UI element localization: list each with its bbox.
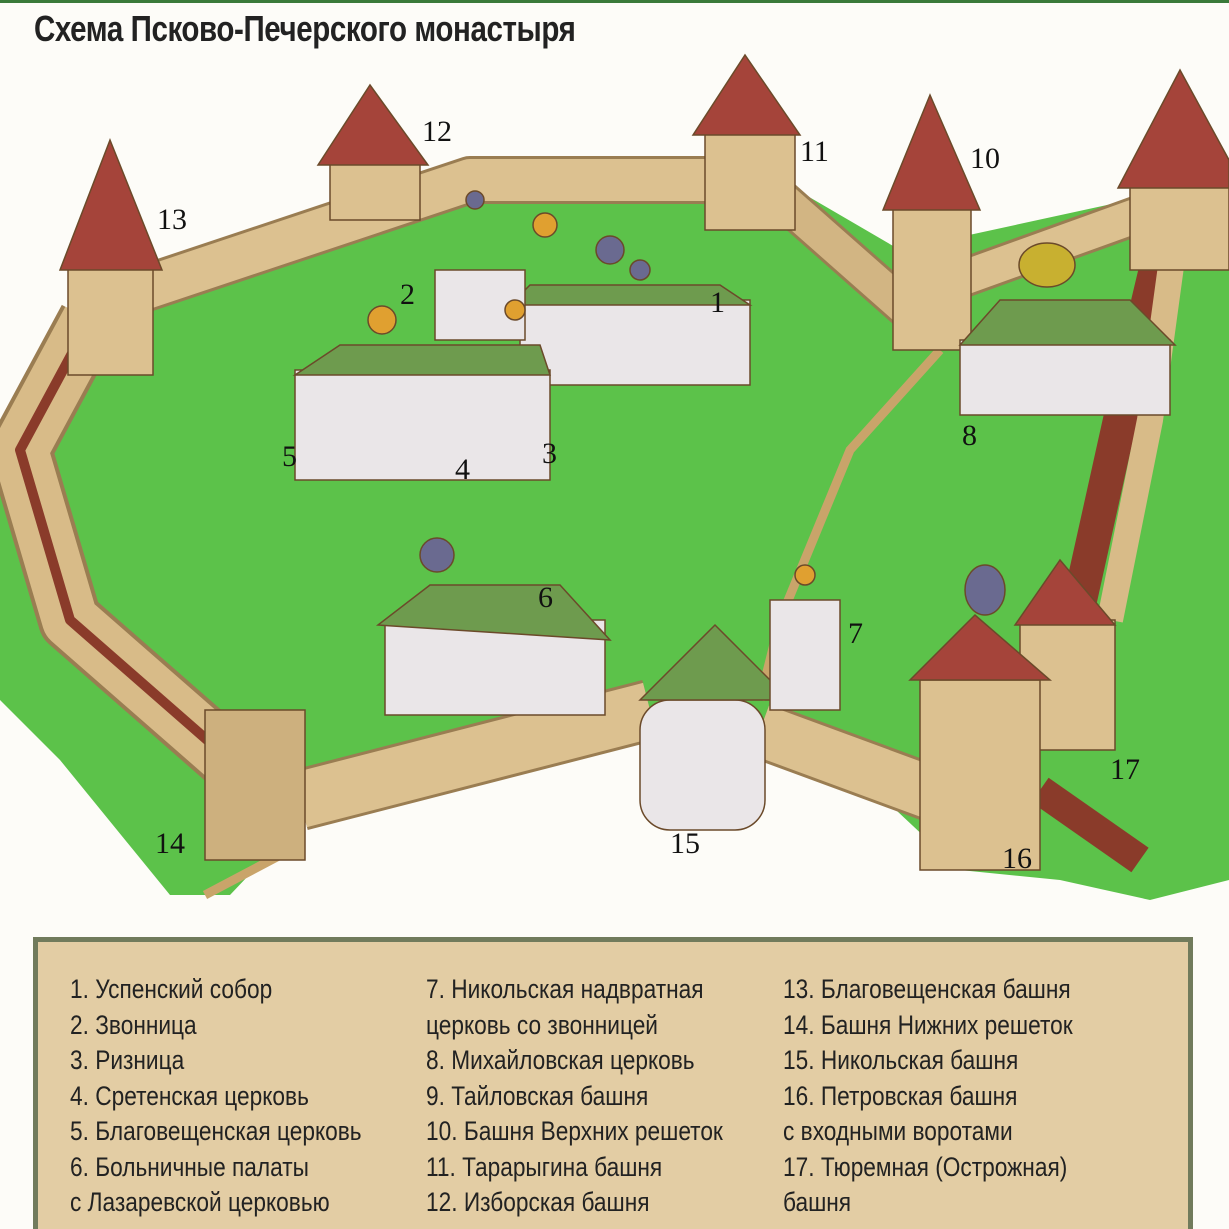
top-border [0,0,1229,3]
legend-column-1: 1. Успенский собор 2. Звонница 3. Ризниц… [70,972,362,1221]
legend-item: башня [783,1187,852,1217]
legend-item: 7. Никольская надвратная [426,974,704,1004]
label-15: 15 [670,827,700,860]
legend-item: 10. Башня Верхних решеток [426,1116,723,1146]
label-5: 5 [282,440,297,473]
legend-item: с входными воротами [783,1116,1013,1146]
label-17: 17 [1110,753,1140,786]
label-7: 7 [848,617,863,650]
label-3: 3 [542,437,557,470]
label-8: 8 [962,419,977,452]
legend-item: 15. Никольская башня [783,1045,1019,1075]
legend-item: 17. Тюремная (Острожная) [783,1151,1068,1182]
buildings [292,190,1177,716]
label-6: 6 [538,581,553,614]
legend-item: 14. Башня Нижних решеток [783,1009,1073,1040]
label-16: 16 [1002,842,1032,875]
legend-item: 2. Звонница [70,1009,197,1040]
legend-item: 8. Михайловская церковь [426,1045,695,1075]
label-1: 1 [710,286,725,319]
legend-item: 9. Тайловская башня [426,1080,649,1111]
legend-item: 1. Успенский собор [70,974,273,1004]
legend-item: 6. Больничные палаты [70,1151,309,1182]
legend-item: 11. Тарарыгина башня [426,1151,663,1182]
label-2: 2 [400,278,415,311]
legend-item: 12. Изборская башня [426,1187,650,1217]
label-11: 11 [800,135,829,168]
map-labels: 1 2 3 4 5 6 7 8 10 11 12 13 14 15 16 17 [155,115,1140,875]
legend-column-2: 7. Никольская надвратная церковь со звон… [426,972,723,1221]
label-4: 4 [455,453,470,486]
legend-item: 5. Благовещенская церковь [70,1116,362,1146]
legend-item: церковь со звонницей [426,1009,658,1040]
label-12: 12 [422,115,452,148]
legend-box: 1. Успенский собор 2. Звонница 3. Ризниц… [33,937,1193,1229]
legend-column-3: 13. Благовещенская башня 14. Башня Нижни… [783,972,1073,1221]
monastery-map: 1 2 3 4 5 6 7 8 10 11 12 13 14 15 16 17 [0,53,1229,900]
legend-item: с Лазаревской церковью [70,1187,330,1217]
label-14: 14 [155,827,185,860]
legend-item: 13. Благовещенская башня [783,974,1071,1004]
label-10: 10 [970,142,1000,175]
label-13: 13 [157,203,187,236]
page-title: Схема Псково-Печерского монастыря [34,8,576,49]
towers [58,53,1229,871]
legend-item: 3. Ризница [70,1045,185,1075]
legend-item: 16. Петровская башня [783,1080,1018,1111]
legend-item: 4. Сретенская церковь [70,1080,309,1111]
